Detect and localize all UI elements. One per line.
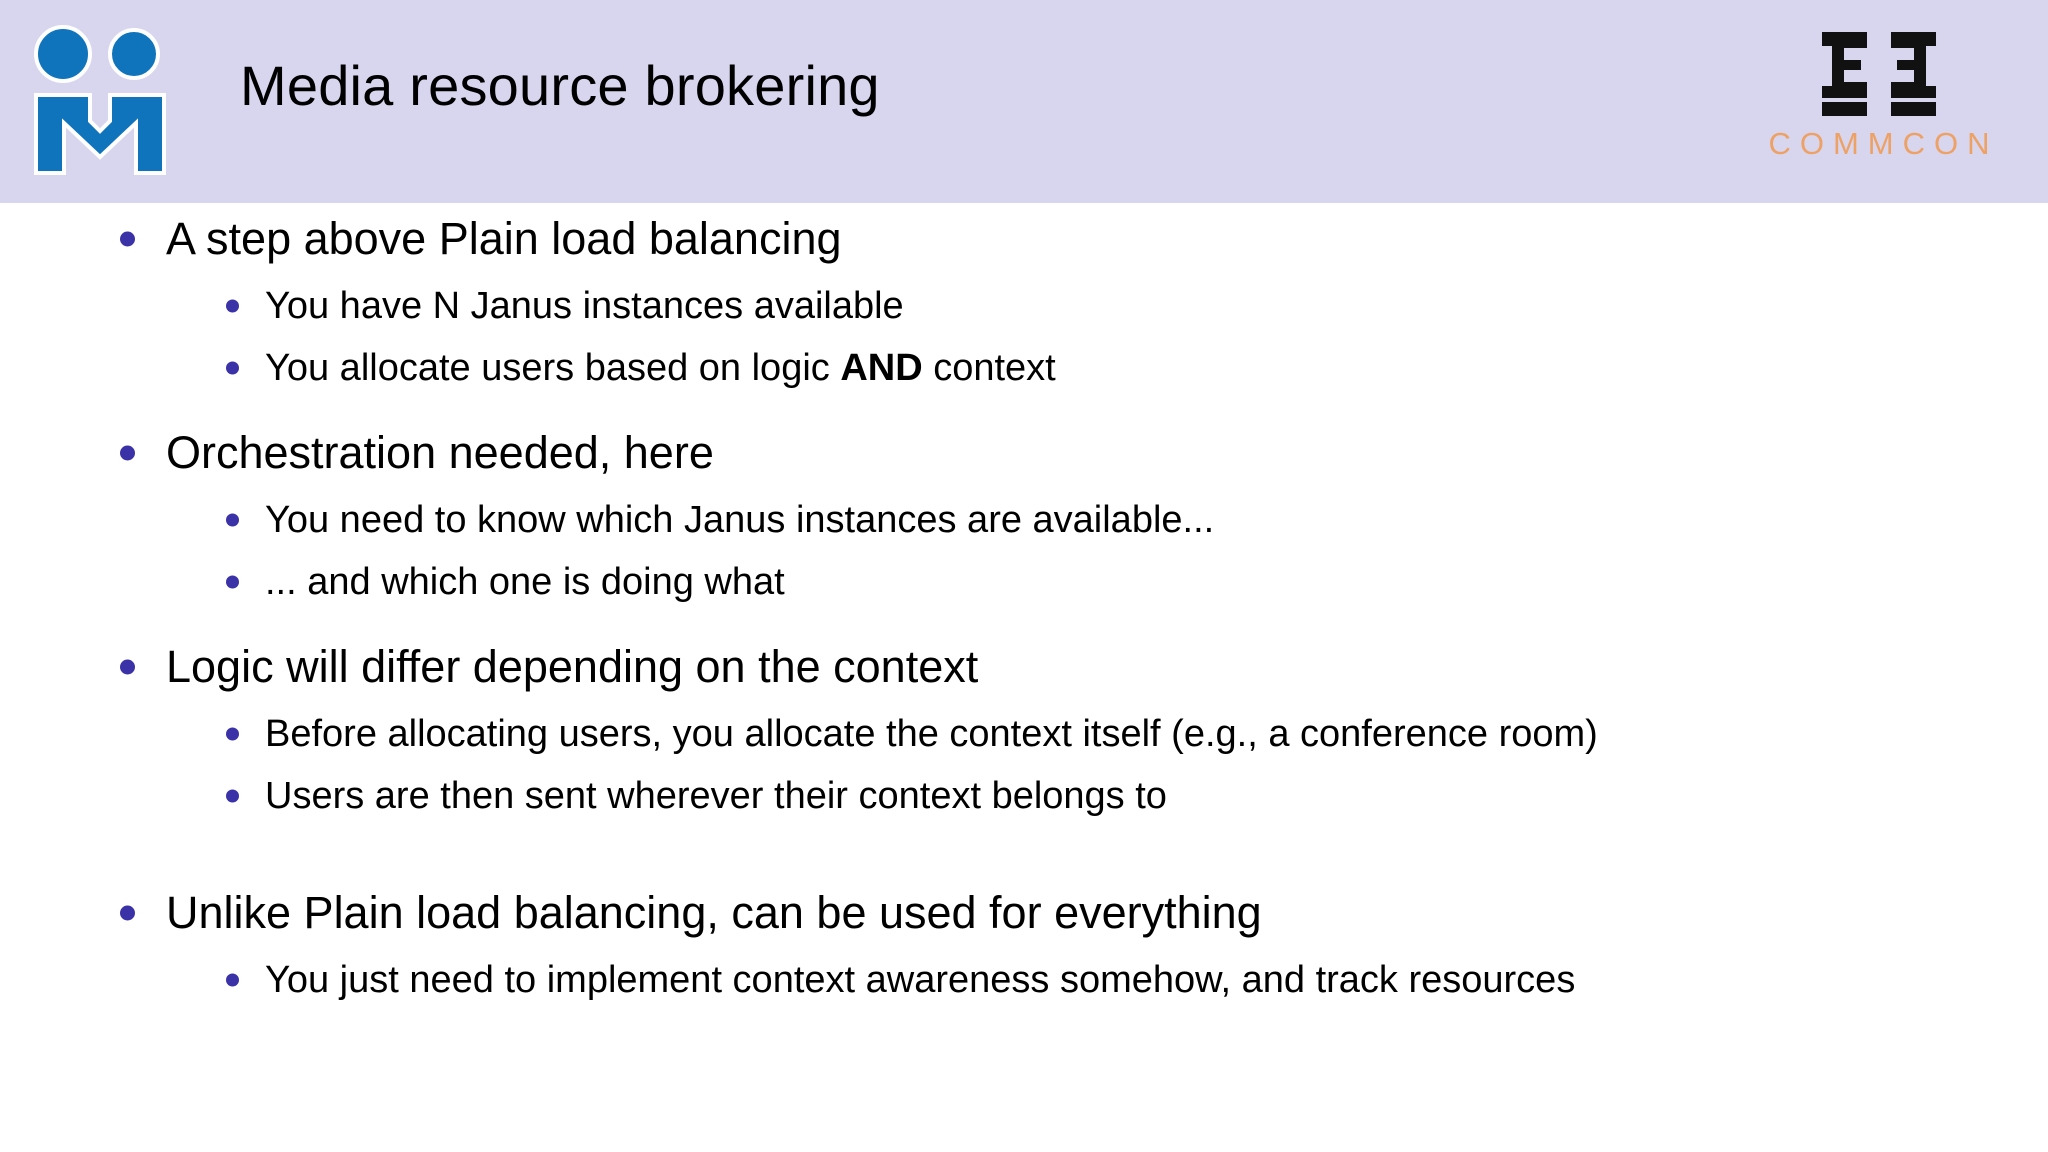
bullet-level2-text: You have N Janus instances available — [265, 285, 904, 327]
bullet-level1: Orchestration needed, here — [0, 417, 2048, 489]
bullet-dot-icon — [120, 659, 135, 675]
bullet-group: Unlike Plain load balancing, can be used… — [0, 877, 2048, 1011]
bullet-level2: You just need to implement context aware… — [0, 949, 2048, 1011]
bullet-dot-icon — [226, 789, 239, 803]
bullet-level2-text-pre: You allocate users based on logic — [265, 347, 841, 389]
bullet-level2-text: Before allocating users, you allocate th… — [265, 713, 1598, 755]
bullet-dot-icon — [226, 299, 239, 313]
bullet-level1: A step above Plain load balancing — [0, 203, 2048, 275]
bullet-dot-icon — [226, 575, 239, 589]
bullet-level1-text: Logic will differ depending on the conte… — [166, 641, 979, 692]
commcon-logo: COMMCON — [1754, 22, 2004, 182]
bullet-dot-icon — [120, 231, 135, 247]
bullet-level2: You have N Janus instances available — [0, 275, 2048, 337]
page-title: Media resource brokering — [240, 54, 880, 117]
bullet-level2: You allocate users based on logic AND co… — [0, 337, 2048, 399]
bullet-level1: Logic will differ depending on the conte… — [0, 631, 2048, 703]
slide-header: Media resource brokering COMMCON — [0, 0, 2048, 203]
bullet-level1-text: Orchestration needed, here — [166, 427, 714, 478]
bullet-dot-icon — [226, 361, 239, 375]
bullet-dot-icon — [226, 727, 239, 741]
bullet-group: Orchestration needed, here You need to k… — [0, 417, 2048, 613]
bullet-dot-icon — [120, 445, 135, 461]
bullet-level1-text: A step above Plain load balancing — [166, 213, 842, 264]
bullet-level2-text-post: context — [922, 347, 1056, 389]
bullet-dot-icon — [226, 973, 239, 987]
bullet-group: A step above Plain load balancing You ha… — [0, 203, 2048, 399]
bullet-dot-icon — [226, 513, 239, 527]
commcon-mark-icon — [1822, 32, 1936, 116]
bullet-level1: Unlike Plain load balancing, can be used… — [0, 877, 2048, 949]
bullet-level1-text: Unlike Plain load balancing, can be used… — [166, 887, 1262, 938]
bullet-level2: You need to know which Janus instances a… — [0, 489, 2048, 551]
bullet-dot-icon — [120, 905, 135, 921]
bullet-level2-text: ... and which one is doing what — [265, 561, 785, 603]
bullet-level2: Users are then sent wherever their conte… — [0, 765, 2048, 827]
bullet-group: Logic will differ depending on the conte… — [0, 631, 2048, 827]
meetecho-logo-icon — [30, 20, 170, 180]
bullet-level2-text: Users are then sent wherever their conte… — [265, 775, 1167, 817]
slide-body: A step above Plain load balancing You ha… — [0, 203, 2048, 1152]
bullet-level2: ... and which one is doing what — [0, 551, 2048, 613]
commcon-wordmark: COMMCON — [1768, 126, 1999, 161]
bullet-level2-text: You just need to implement context aware… — [265, 959, 1576, 1001]
bullet-level2-text: You need to know which Janus instances a… — [265, 499, 1215, 541]
bullet-level2-text-bold: AND — [840, 347, 923, 389]
bullet-level2: Before allocating users, you allocate th… — [0, 703, 2048, 765]
